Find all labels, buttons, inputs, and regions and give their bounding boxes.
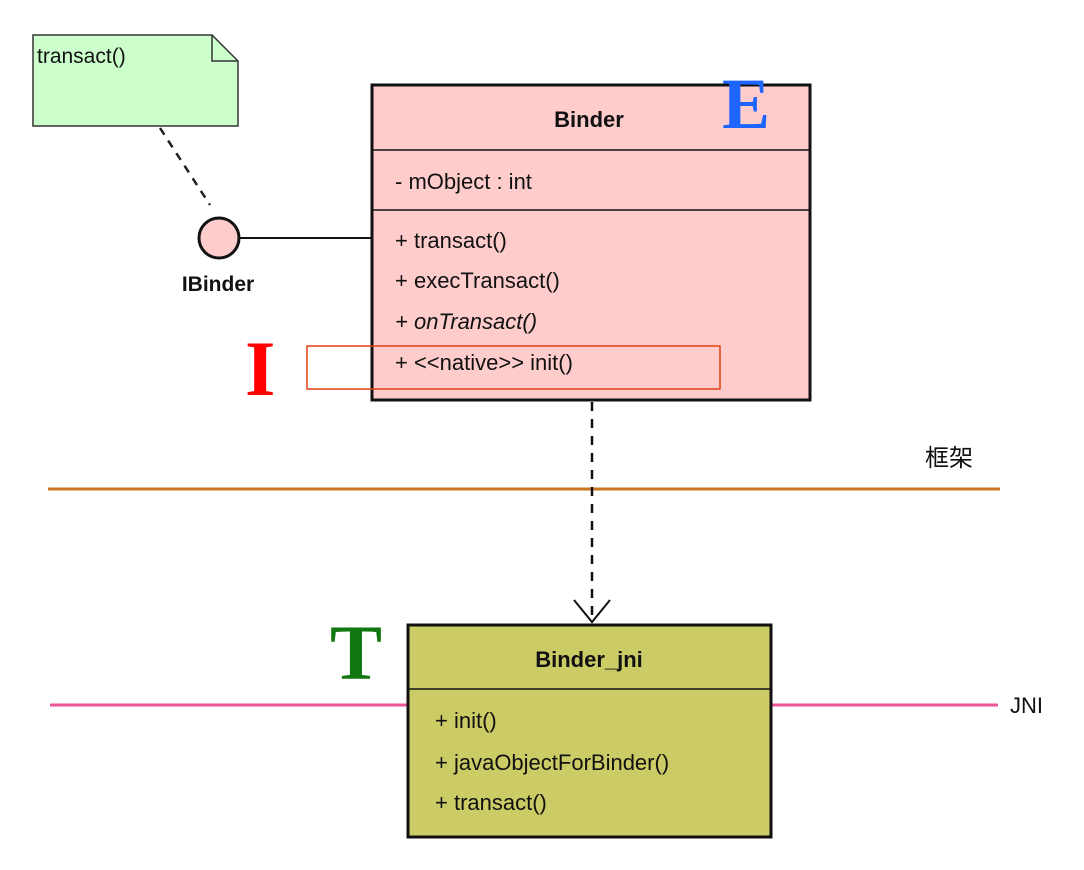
binder-operation-native: + <<native>> init() — [395, 350, 573, 375]
ibinder-interface-circle — [197, 216, 241, 260]
binder-operation-abstract: + onTransact() — [395, 309, 537, 334]
ibinder-label: IBinder — [182, 273, 254, 296]
dependency-arrowhead — [573, 599, 611, 624]
binder-jni-class: Binder_jni + init() + javaObjectForBinde… — [406, 623, 773, 839]
binder-class: Binder - mObject : int + transact() + ex… — [370, 83, 812, 402]
note-shape — [32, 34, 239, 127]
binder-class-box — [370, 83, 812, 402]
note-fold — [211, 35, 238, 62]
note-anchor-line — [158, 127, 212, 206]
binder-operation: + transact() — [395, 228, 507, 253]
note-text: transact() — [37, 45, 126, 68]
letter-t-marker: T — [330, 609, 382, 696]
binder-jni-operation: + transact() — [435, 790, 547, 815]
binder-jni-class-box — [406, 623, 773, 839]
binder-jni-operation: + init() — [435, 708, 497, 733]
framework-label: 框架 — [925, 445, 973, 472]
binder-operation: + execTransact() — [395, 268, 560, 293]
binder-jni-class-name: Binder_jni — [535, 647, 643, 672]
binder-attribute: - mObject : int — [395, 169, 532, 194]
binder-class-name: Binder — [554, 107, 624, 132]
letter-e-marker: E — [722, 64, 770, 144]
native-init-highlight — [306, 345, 721, 390]
binder-jni-operation: + javaObjectForBinder() — [435, 750, 669, 775]
letter-i-marker: I — [245, 325, 275, 412]
jni-label: JNI — [1010, 693, 1043, 718]
